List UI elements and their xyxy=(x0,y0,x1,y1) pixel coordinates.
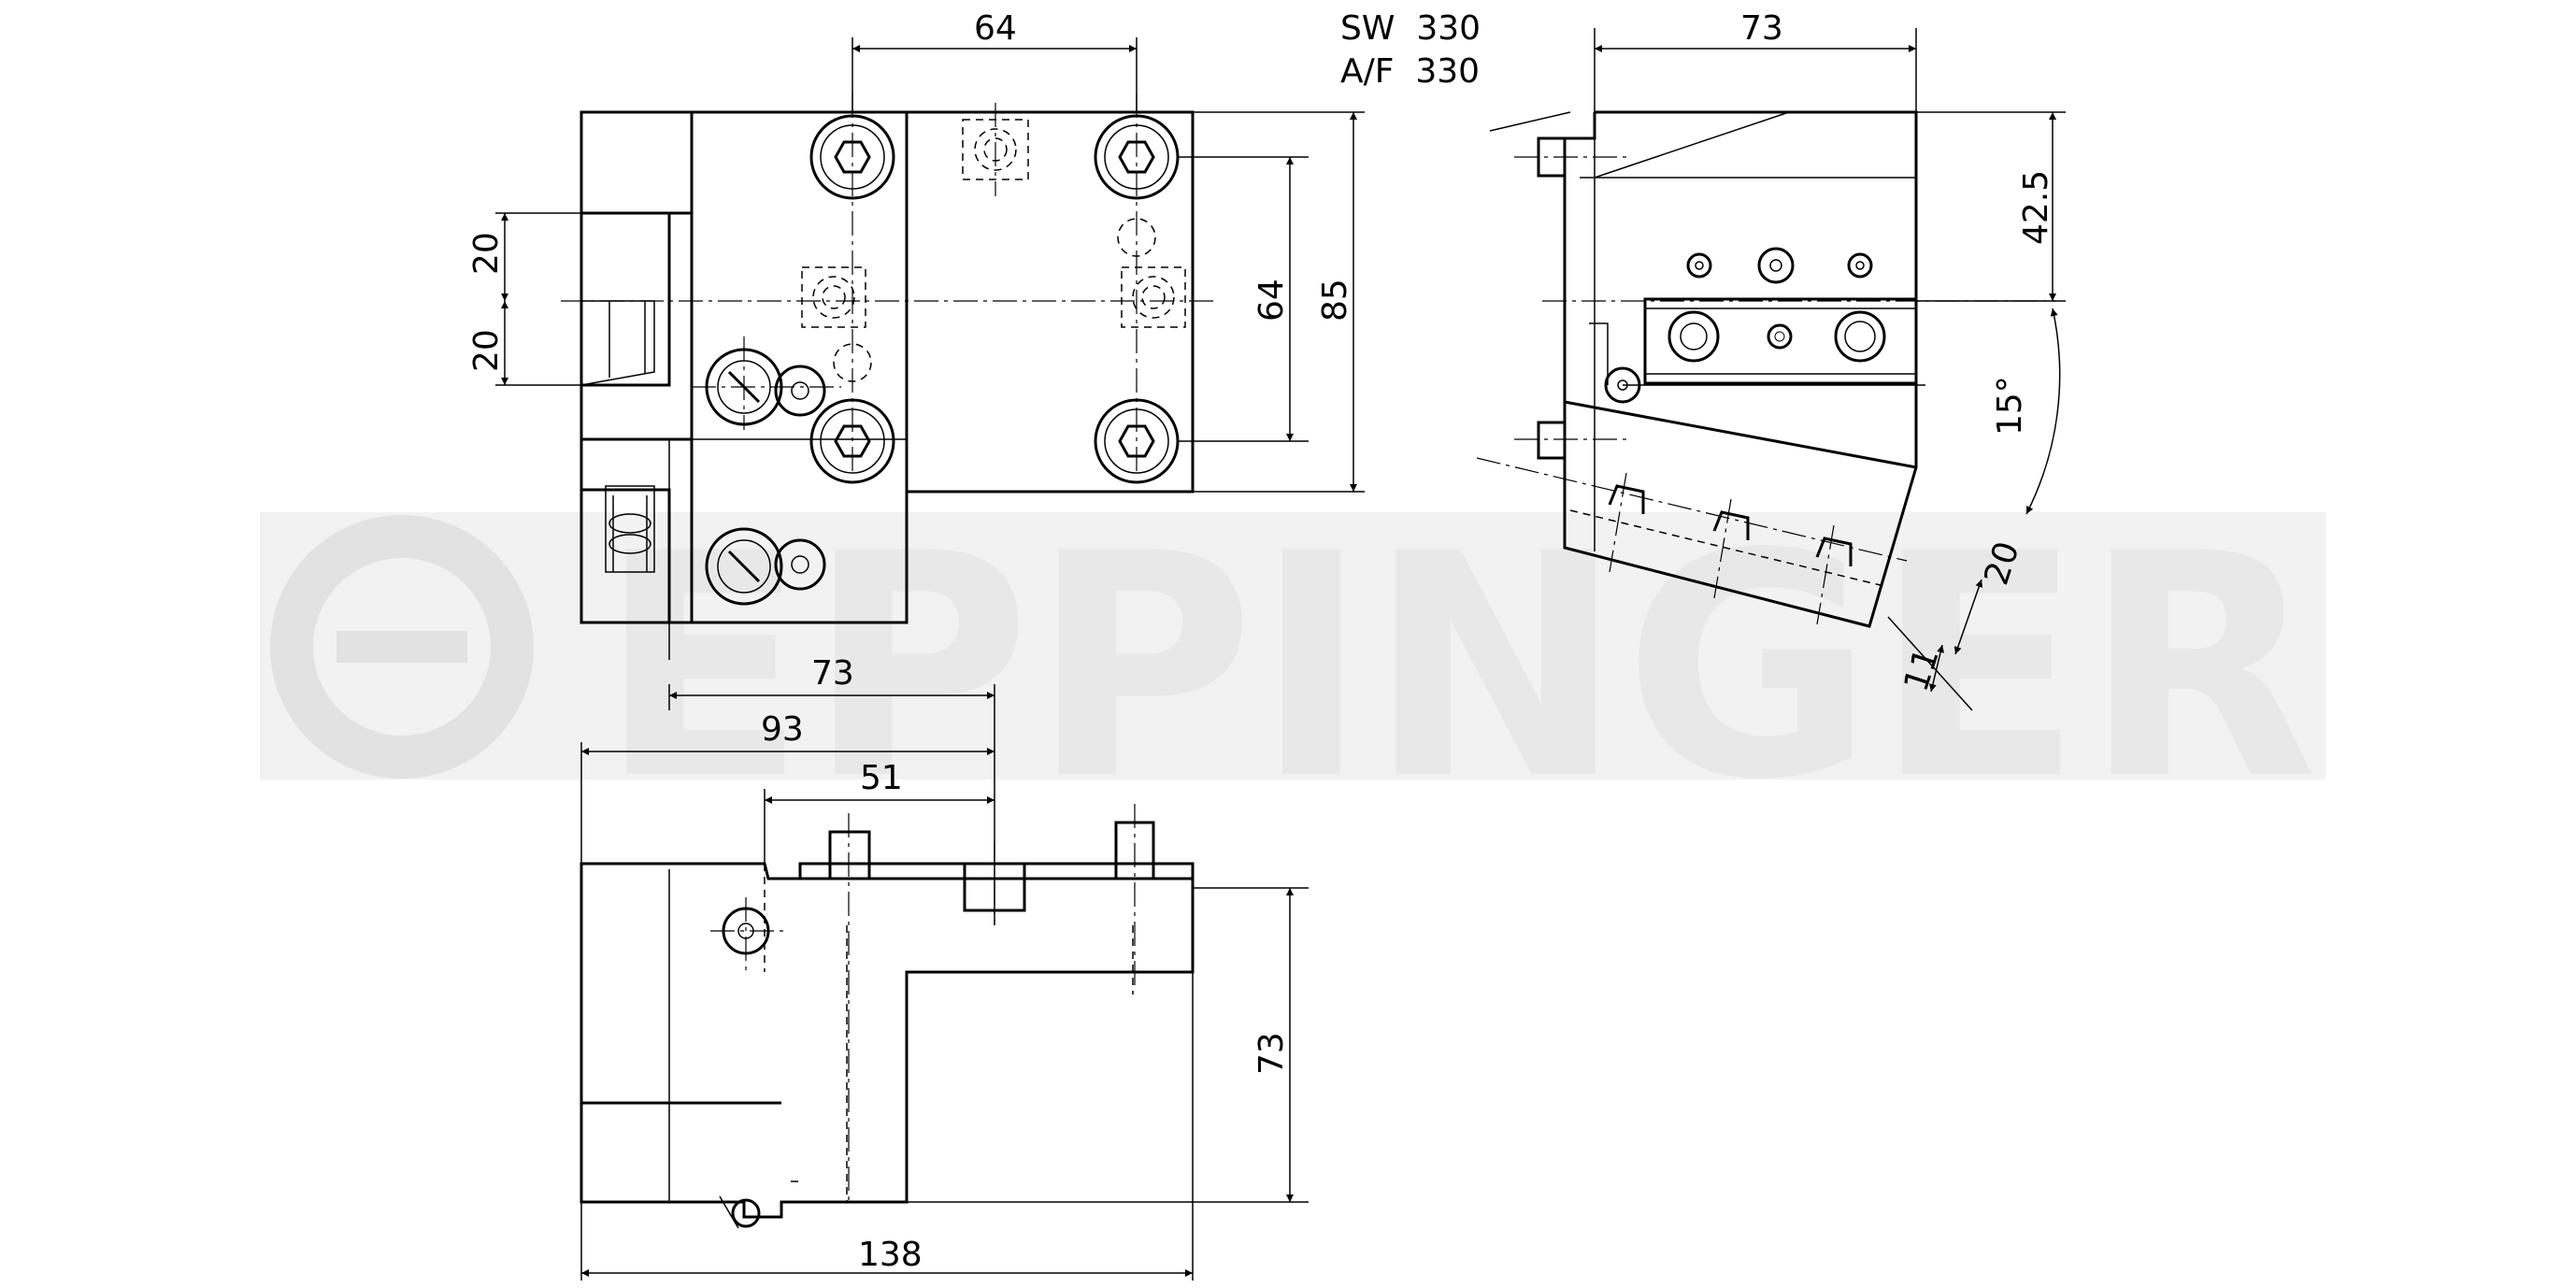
bottom-total-label: 138 xyxy=(858,1236,923,1274)
front-height-label: 85 xyxy=(1316,279,1354,322)
front-left-lower-label: 20 xyxy=(467,329,506,372)
front-view: 64 64 85 20 20 xyxy=(467,9,1365,660)
side-hole xyxy=(1757,247,1795,284)
bottom-73-label: 73 xyxy=(811,654,854,693)
side-hole xyxy=(1667,310,1720,363)
side-angle-label: 15° xyxy=(1991,376,2029,436)
bottom-51-label: 51 xyxy=(860,759,903,797)
eppinger-watermark: EPPINGER xyxy=(260,488,2326,847)
eppinger-logo-icon xyxy=(270,515,534,779)
bottom-height-label: 73 xyxy=(1252,1032,1291,1075)
side-hole xyxy=(1847,252,1873,279)
front-hole-spacing-label: 64 xyxy=(1252,279,1291,322)
watermark-text: EPPINGER xyxy=(598,488,2318,847)
side-height-label: 42.5 xyxy=(2017,170,2055,245)
side-tooth xyxy=(1712,510,1750,540)
side-width-label: 73 xyxy=(1740,9,1783,48)
side-hole xyxy=(1767,323,1793,350)
spec-sw-line: SW 330 xyxy=(1340,9,1481,48)
side-hole xyxy=(1686,252,1712,279)
front-top-width-label: 64 xyxy=(974,9,1017,48)
spec-af-line: A/F 330 xyxy=(1340,52,1480,91)
front-adjuster xyxy=(705,527,826,606)
side-tooth xyxy=(1815,537,1853,566)
front-left-upper-label: 20 xyxy=(467,232,506,275)
bottom-view: 73 93 51 73 138 xyxy=(580,654,1309,1281)
bottom-screw xyxy=(731,1198,761,1228)
side-tooth xyxy=(1608,484,1645,514)
bottom-93-label: 93 xyxy=(761,710,804,749)
side-hole xyxy=(1834,310,1886,363)
